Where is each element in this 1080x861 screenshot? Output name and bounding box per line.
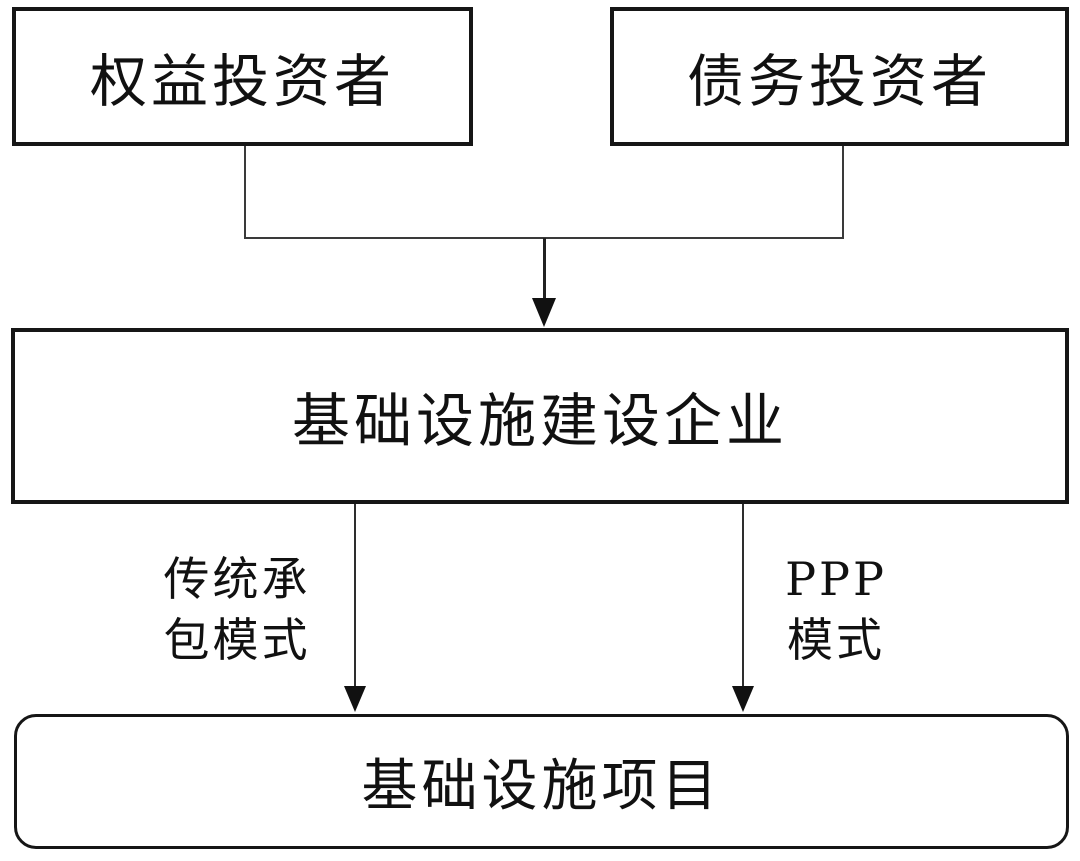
connector-merge-arrow-shaft (543, 238, 546, 300)
connector-ppp-shaft (742, 504, 744, 689)
edge-label-ppp-mode: PPP 模式 (716, 549, 956, 671)
node-debt-investors-label: 债务投资者 (687, 48, 992, 115)
edge-label-traditional-mode: 传统承 包模式 (118, 549, 356, 671)
node-infrastructure-project-label: 基础设施项目 (361, 754, 722, 819)
edge-label-traditional-line1: 传统承 (163, 552, 311, 606)
connector-traditional-shaft (354, 504, 356, 689)
edge-label-ppp-line1: PPP (785, 552, 887, 606)
node-infrastructure-company-label: 基础设施建设企业 (291, 387, 788, 455)
arrow-down-icon (532, 298, 556, 327)
node-equity-investors-label: 权益投资者 (90, 48, 395, 115)
connector-debt-down (842, 146, 844, 238)
arrow-down-icon (344, 686, 366, 712)
arrow-down-icon (732, 686, 754, 712)
edge-label-ppp-line2: 模式 (787, 613, 885, 667)
node-infrastructure-company: 基础设施建设企业 (11, 328, 1069, 504)
node-equity-investors: 权益投资者 (12, 7, 473, 146)
edge-label-traditional-line2: 包模式 (163, 613, 311, 667)
node-infrastructure-project: 基础设施项目 (14, 714, 1069, 849)
node-debt-investors: 债务投资者 (610, 7, 1069, 146)
connector-equity-down (244, 146, 246, 238)
